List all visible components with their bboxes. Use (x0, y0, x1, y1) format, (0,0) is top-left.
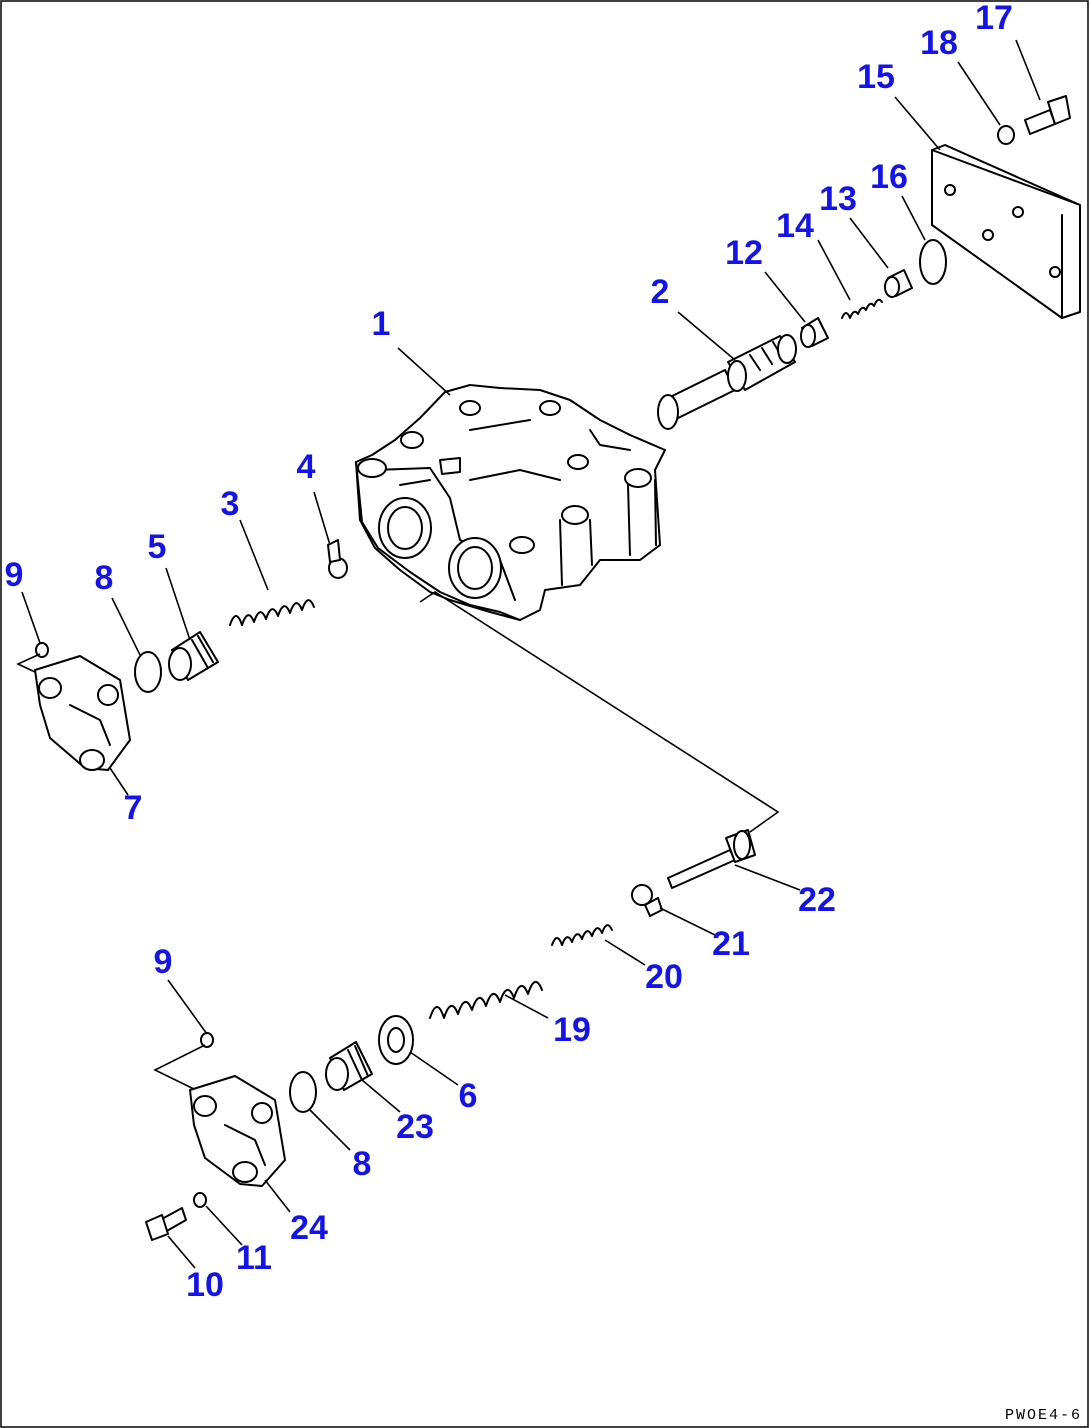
washer-11-part (193, 1192, 207, 1208)
cover-7-part (34, 655, 131, 771)
callout-9-upper: 9 (4, 556, 24, 594)
callout-15: 15 (857, 58, 895, 96)
callout-8-upper: 8 (94, 559, 114, 597)
callout-11: 11 (236, 1239, 272, 1277)
plug-9-lower-part (200, 1032, 214, 1048)
callout-8-lower: 8 (352, 1145, 372, 1183)
callout-16: 16 (870, 158, 908, 196)
retainer-21-part (631, 884, 663, 917)
bolt-10-part (145, 1207, 187, 1241)
spring-3-part (229, 599, 315, 626)
o-ring-8-part (134, 651, 162, 693)
piston-23-part (325, 1041, 373, 1091)
seat-6-part (378, 1015, 414, 1065)
drawing-code: PWOE4-6 (1004, 1407, 1082, 1424)
leader-9 (16, 653, 41, 673)
washer-18-part (997, 125, 1015, 145)
o-ring-8-lower-part (289, 1071, 317, 1113)
plug-9-part (35, 642, 49, 658)
spring-19-part (429, 981, 543, 1019)
callout-leaders (21, 39, 1041, 1269)
plug-12-part (800, 317, 829, 348)
plug-4-part (327, 539, 348, 579)
callout-22: 22 (798, 881, 836, 919)
valve-body-part (355, 384, 666, 621)
callout-13: 13 (819, 180, 857, 218)
callout-21: 21 (712, 925, 750, 963)
leader-9-lower (153, 1044, 206, 1091)
callout-14: 14 (776, 207, 814, 245)
callout-12: 12 (725, 234, 763, 272)
spring-20-part (551, 924, 613, 946)
bolt-17-part (1024, 95, 1071, 135)
callout-20: 20 (645, 958, 683, 996)
spool-part (657, 334, 797, 430)
pin-22-part (667, 829, 756, 889)
assembly-leader-line (419, 591, 780, 833)
spring-14-part (841, 298, 883, 319)
plug-13-part (884, 269, 913, 298)
callout-24: 24 (290, 1209, 328, 1247)
o-ring-16-part (919, 239, 947, 285)
callout-23: 23 (396, 1108, 434, 1146)
callout-10: 10 (186, 1266, 224, 1304)
callout-9-lower: 9 (153, 943, 173, 981)
callout-17: 17 (975, 0, 1013, 37)
cover-plate-15-part (931, 144, 1081, 319)
piston-5-part (168, 631, 219, 681)
callout-1: 1 (371, 305, 391, 343)
callout-2: 2 (650, 273, 670, 311)
callout-3: 3 (220, 485, 240, 523)
callout-18: 18 (920, 24, 958, 62)
callout-7: 7 (123, 789, 143, 827)
callout-4: 4 (296, 448, 316, 486)
callout-6: 6 (458, 1077, 478, 1115)
callout-5: 5 (147, 528, 167, 566)
cover-24-part (189, 1075, 286, 1187)
callout-19: 19 (553, 1011, 591, 1049)
